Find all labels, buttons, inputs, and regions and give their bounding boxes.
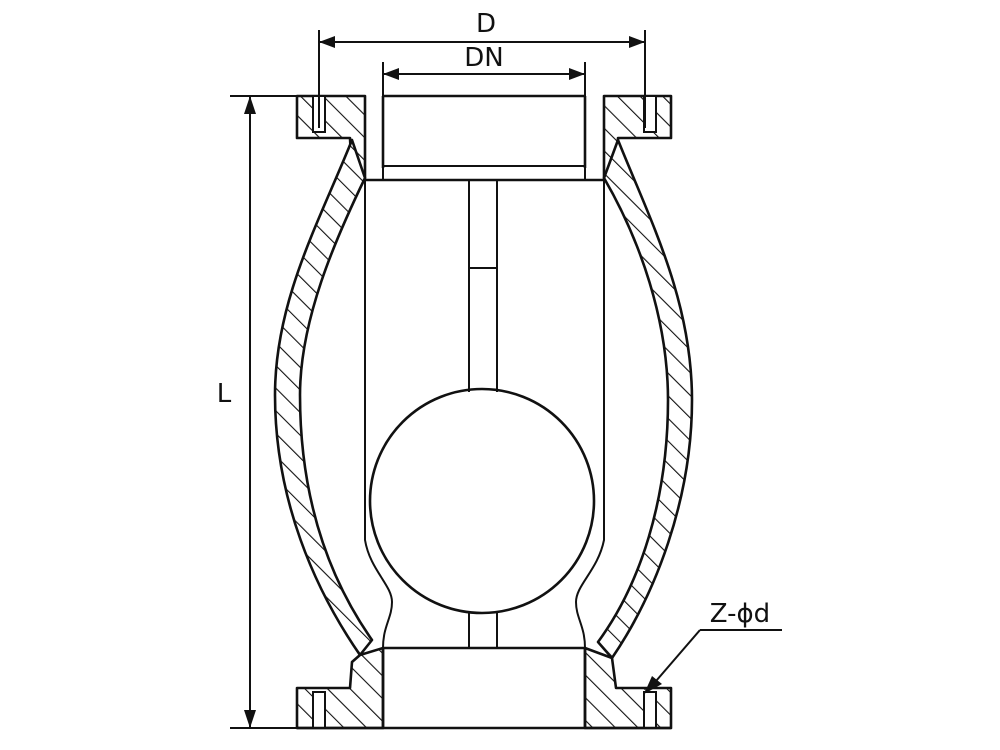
label-d: D (476, 9, 496, 39)
bottom-flange-left (295, 646, 385, 730)
bolt-hole-bottom-right (643, 691, 657, 729)
bolt-hole-bottom-left (312, 691, 326, 729)
bottom-flange-right (583, 646, 673, 730)
dimension-l: L (217, 95, 300, 729)
ball-guide-cage (364, 180, 605, 649)
leader-bolt-holes: Z-ϕd (644, 599, 782, 694)
body-wall-right (596, 138, 694, 660)
dimension-d: D (318, 9, 646, 128)
label-l: L (217, 379, 232, 409)
stem-guide (468, 180, 498, 648)
label-dn: DN (464, 43, 503, 73)
label-bolt-holes: Z-ϕd (710, 599, 770, 629)
body-wall-left (273, 138, 374, 657)
valve-ball (368, 387, 596, 615)
outlet-bore (297, 646, 671, 730)
inlet-bore (365, 94, 604, 182)
dimension-dn: DN (382, 43, 586, 96)
